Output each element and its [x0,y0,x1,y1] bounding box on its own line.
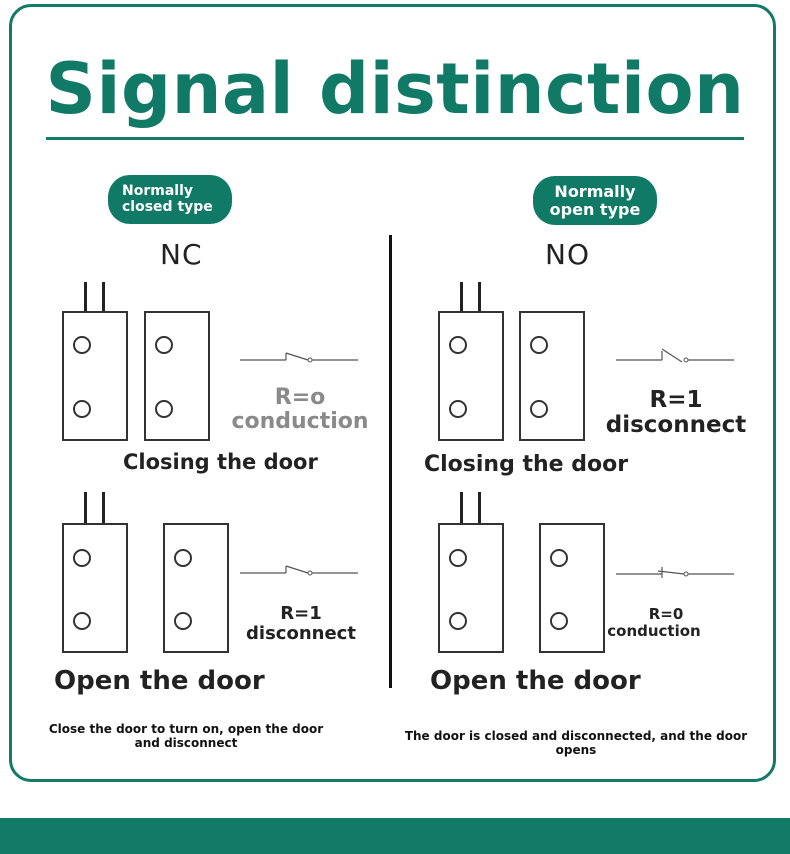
result-value: R=1 [280,603,322,624]
screw-hole [73,549,91,567]
switch-symbol-icon [616,567,734,578]
sensor-wire [102,282,105,312]
footer-band [0,818,790,854]
switch-symbol-icon [240,565,358,576]
screw-hole [449,612,467,630]
screw-hole [174,549,192,567]
sensor-wire [478,492,481,524]
sensor-wire [84,492,87,524]
result-state: disconnect [605,412,747,439]
nc-note: Close the door to turn on, open the door… [48,722,324,750]
nc-type-badge: Normally closed type [108,175,232,224]
screw-hole [449,549,467,567]
screw-hole [73,336,91,354]
switch-symbol-icon [616,348,734,363]
switch-symbol-icon [240,352,358,363]
no-type-badge: Normally open type [533,176,657,225]
screw-hole [449,400,467,418]
page-title: Signal distinction [45,48,745,130]
screw-hole [530,336,548,354]
no-closing-caption: Closing the door [424,452,629,477]
reed-switch-body [62,311,128,441]
reed-switch-body [438,523,504,653]
diagram-frame [9,4,776,782]
nc-closing-caption: Closing the door [123,450,318,474]
screw-hole [530,400,548,418]
magnet-body [144,311,210,441]
nc-open-result: R=1 disconnect [240,604,362,644]
result-value: R=o [274,385,326,410]
nc-code-label: NC [160,238,203,271]
nc-open-caption: Open the door [54,666,265,696]
screw-hole [155,400,173,418]
magnet-body [539,523,605,653]
nc-closed-result: R=o conduction [230,385,370,435]
sensor-wire [84,282,87,312]
sensor-wire [460,282,463,312]
screw-hole [155,336,173,354]
no-open-caption: Open the door [430,666,641,696]
sensor-wire [478,282,481,312]
no-note: The door is closed and disconnected, and… [404,729,748,757]
title-underline [46,137,744,140]
magnet-body [163,523,229,653]
screw-hole [449,336,467,354]
sensor-wire [460,492,463,524]
no-open-result: R=0 conduction [606,606,702,639]
reed-switch-body [62,523,128,653]
screw-hole [73,400,91,418]
reed-switch-body [438,311,504,441]
result-state: conduction [607,621,701,640]
screw-hole [174,612,192,630]
result-value: R=0 [648,605,684,623]
center-divider [389,235,392,688]
no-code-label: NO [545,238,590,271]
no-closed-result: R=1 disconnect [600,387,752,439]
magnet-body [519,311,585,441]
screw-hole [550,549,568,567]
result-state: disconnect [246,622,356,644]
screw-hole [73,612,91,630]
sensor-wire [102,492,105,524]
result-value: R=1 [649,387,703,413]
screw-hole [550,612,568,630]
result-state: conduction [231,409,369,435]
